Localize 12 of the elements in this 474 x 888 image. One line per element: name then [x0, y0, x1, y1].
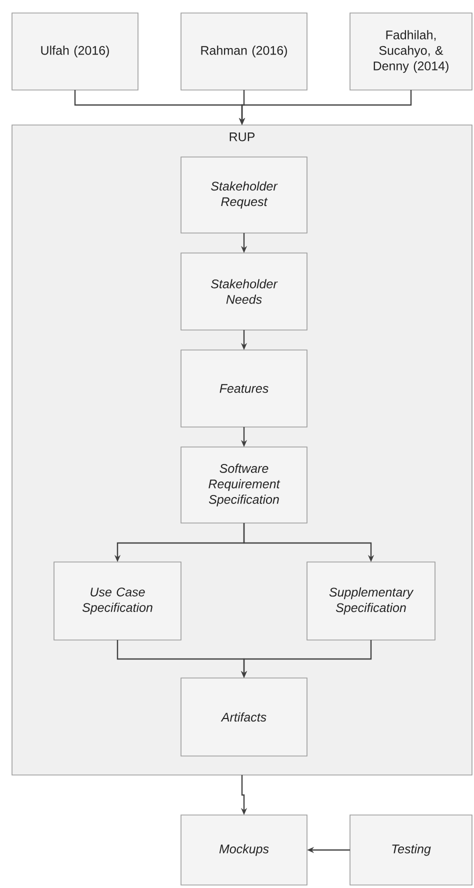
process-box: Stakeholder Needs: [180, 252, 308, 330]
process-box: Testing: [350, 814, 472, 886]
process-box: Artifacts: [180, 678, 308, 756]
process-box: Supplementary Specification: [306, 562, 436, 640]
process-box: Rahman (2016): [180, 12, 308, 90]
process-box: Fadhilah, Sucahyo, & Denny (2014): [350, 12, 472, 90]
process-box: Ulfah (2016): [12, 12, 138, 90]
process-box: Use Case Specification: [54, 562, 182, 640]
process-box: Stakeholder Request: [180, 156, 308, 234]
process-box: Mockups: [180, 814, 308, 886]
process-box: Features: [180, 350, 308, 428]
process-box: Software Requirement Specification: [180, 446, 308, 524]
